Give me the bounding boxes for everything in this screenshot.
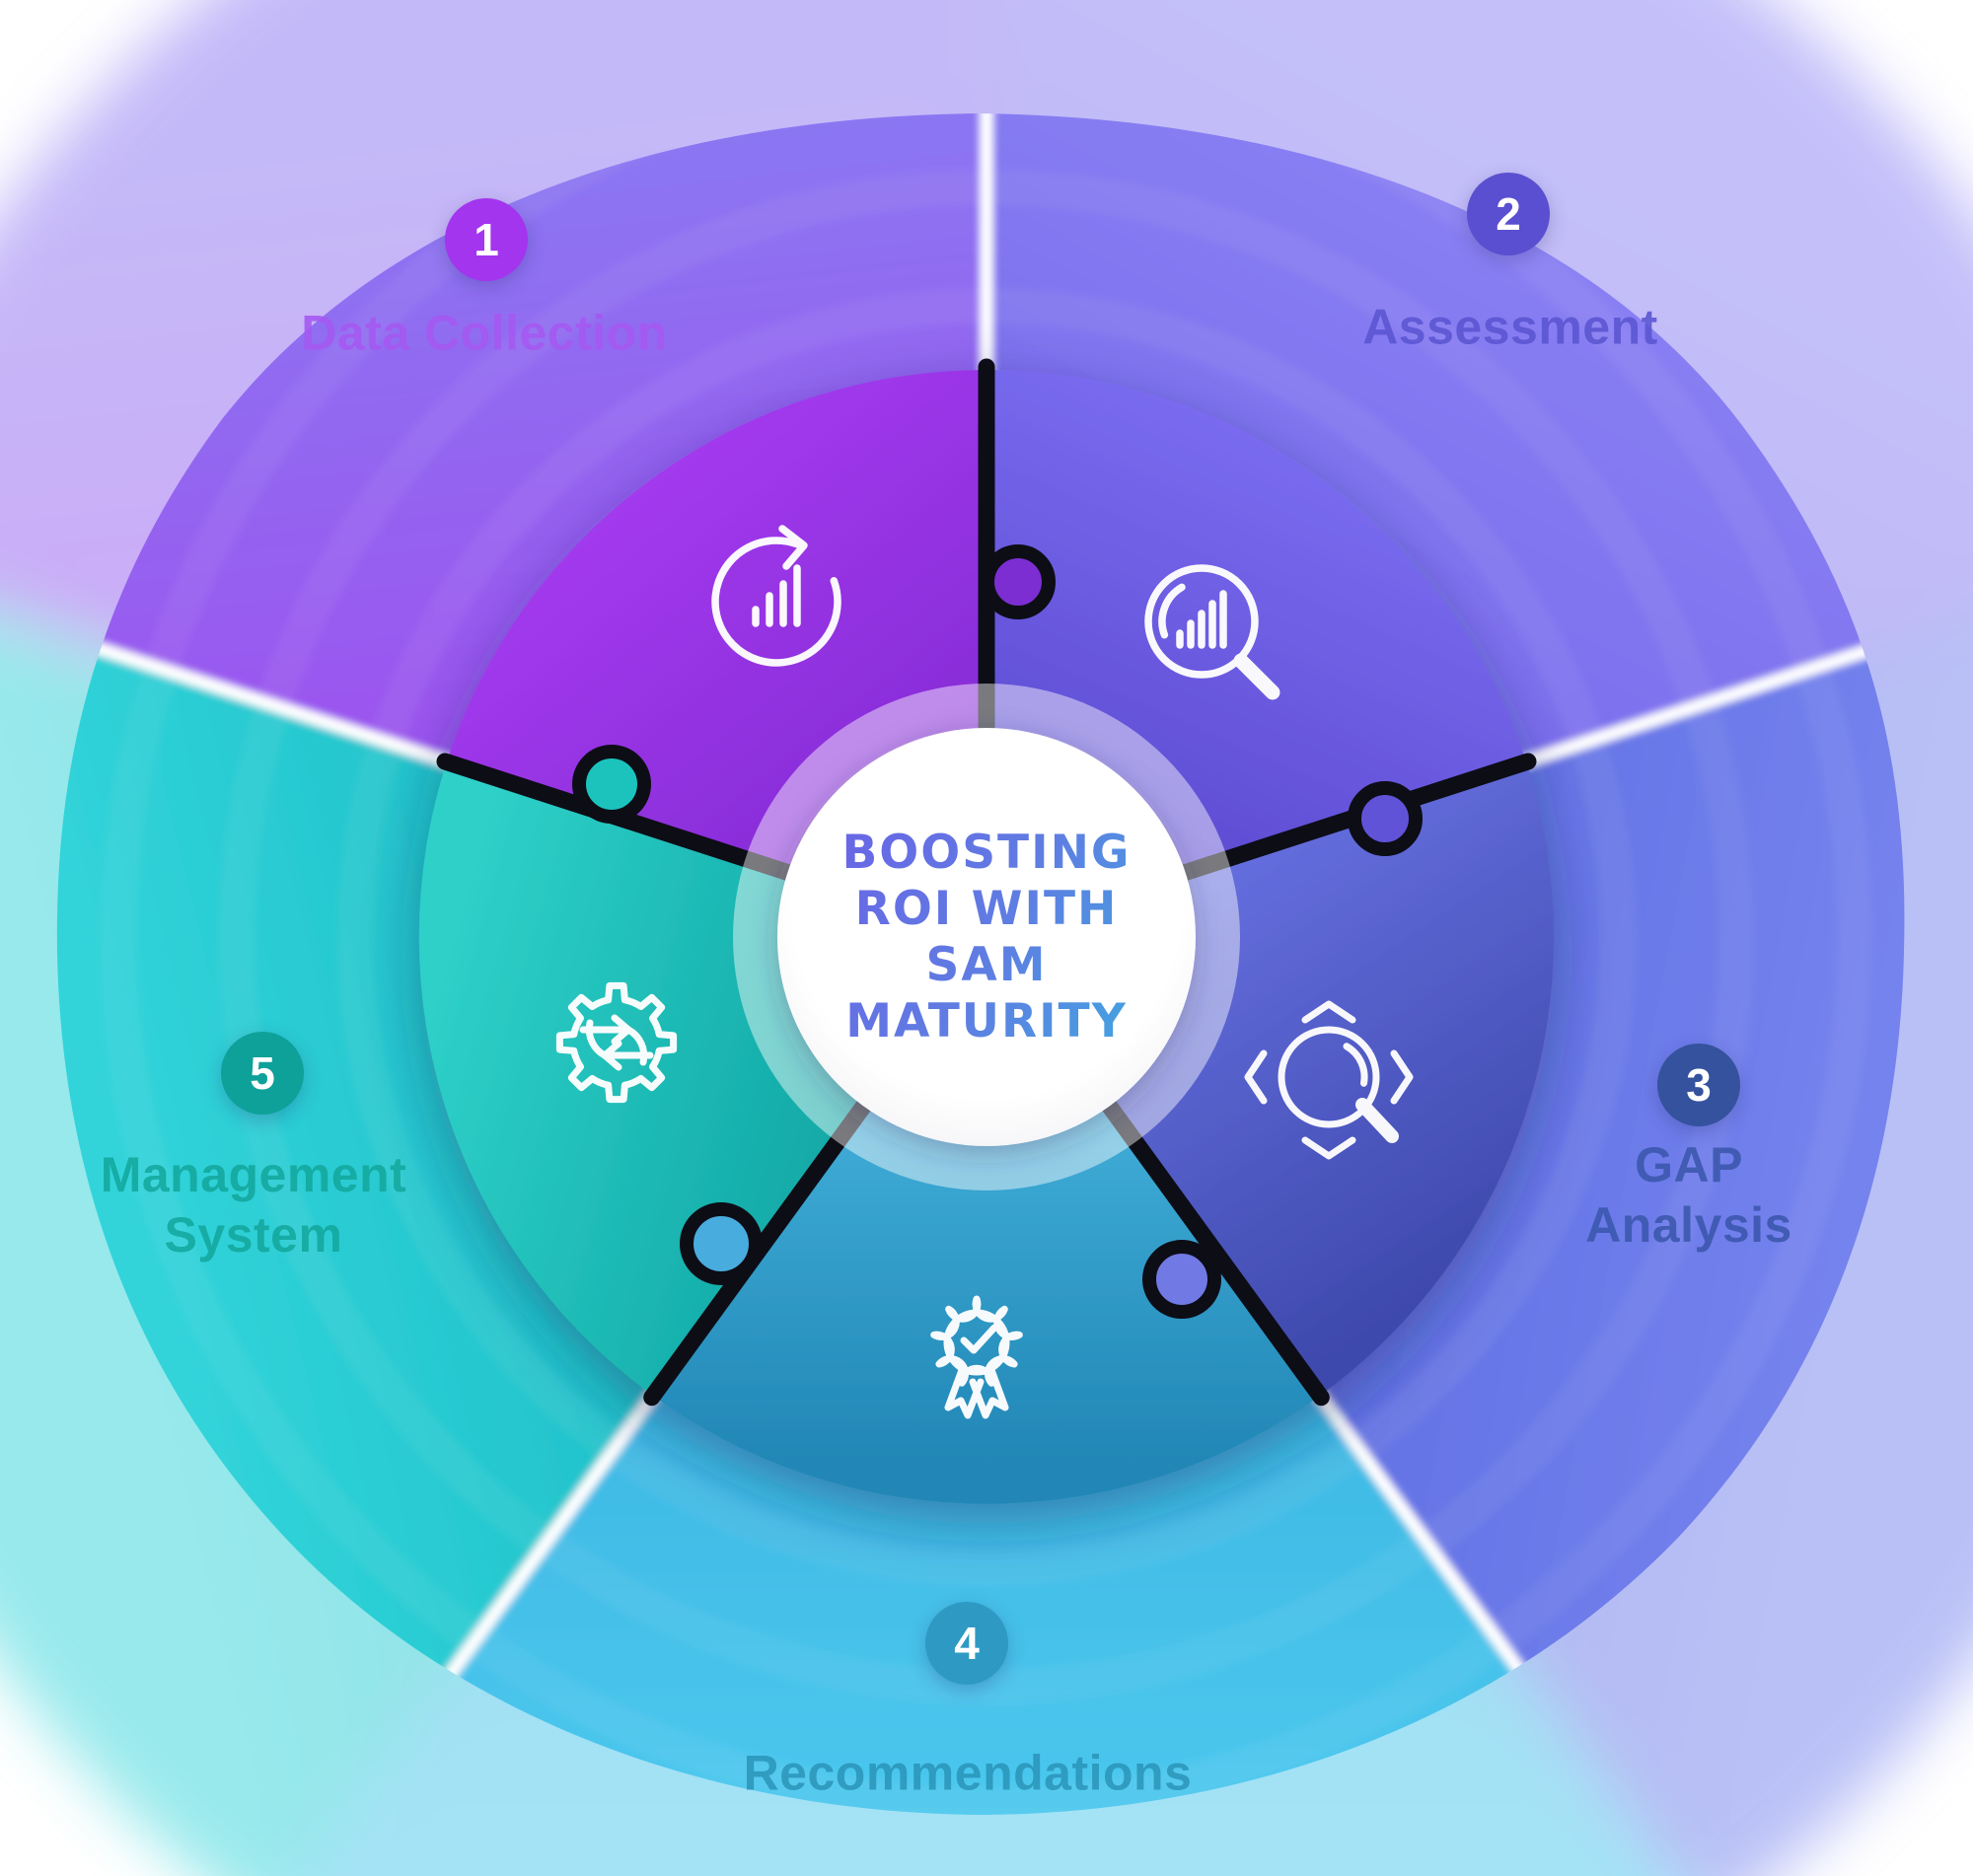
puzzle-piece-recommendations	[653, 937, 1320, 1504]
step-1-badge: 1	[445, 198, 528, 281]
step-4-label: Recommendations	[743, 1745, 1193, 1801]
step-5-number: 5	[250, 1047, 275, 1099]
puzzle-knob	[680, 1202, 763, 1285]
center-title: BOOSTING ROI WITH SAM MATURITY	[774, 825, 1199, 1049]
award-check-icon	[930, 1295, 1023, 1419]
step-5-badge: 5	[221, 1032, 304, 1115]
puzzle-knob	[572, 745, 651, 824]
puzzle-knob	[1142, 1240, 1221, 1319]
puzzle-knob	[1348, 781, 1423, 856]
gear-sync-icon	[555, 981, 678, 1104]
puzzle-wheel	[418, 358, 1555, 1504]
puzzle-knobs	[572, 544, 1423, 1319]
step-4-badge: 4	[925, 1602, 1008, 1685]
title-line-1: BOOSTING	[841, 826, 1132, 880]
step-4-number: 4	[954, 1618, 980, 1669]
title-line-4: MATURITY	[845, 994, 1128, 1048]
search-bars-icon	[1144, 564, 1280, 700]
step-2-badge: 2	[1467, 173, 1550, 255]
step-1-label: Data Collection	[301, 305, 668, 361]
step-1-number: 1	[474, 214, 499, 265]
step-3-number: 3	[1686, 1059, 1712, 1111]
step-2-label: Assessment	[1362, 299, 1658, 355]
center-circle	[777, 728, 1196, 1146]
title-line-3: SAM	[925, 938, 1048, 992]
refresh-chart-icon	[711, 525, 841, 667]
search-expand-icon	[1244, 1000, 1414, 1160]
puzzle-knob	[981, 544, 1056, 619]
petal-recommendations	[290, 937, 1683, 1815]
step-3-badge: 3	[1657, 1044, 1740, 1126]
step-2-number: 2	[1496, 188, 1521, 240]
step-5-label: Management System	[100, 1147, 407, 1263]
step-3-label: GAP Analysis	[1585, 1137, 1792, 1253]
title-line-2: ROI WITH	[854, 882, 1119, 936]
